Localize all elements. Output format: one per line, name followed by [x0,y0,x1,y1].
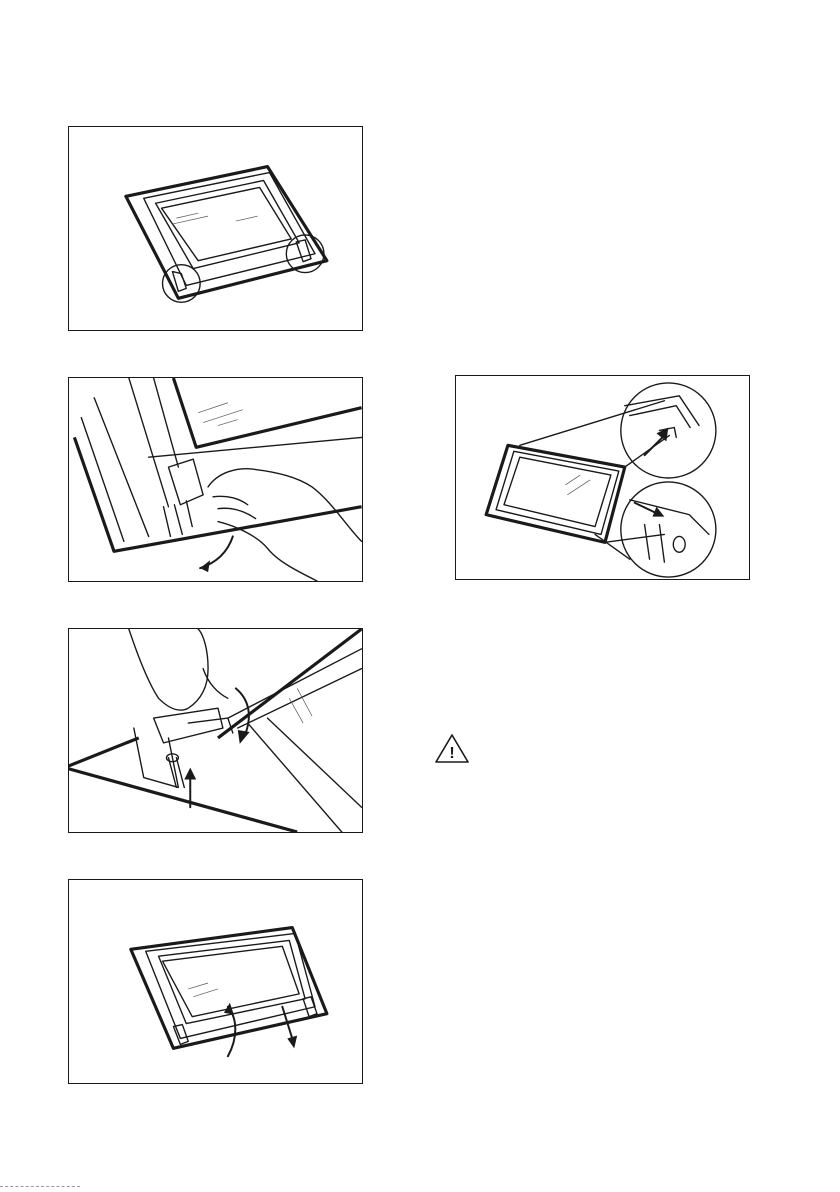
close-hinge-illustration [69,629,362,832]
warning-icon: ! [434,733,470,765]
warning-symbol: ! [449,745,454,762]
remove-glass-illustration [69,880,362,1083]
figure-door-detail-callouts [455,375,750,580]
footer-rule [0,1186,80,1187]
figure-door-hinges [68,126,363,331]
door-hinges-illustration [69,127,362,330]
figure-close-hinge-clip [68,628,363,833]
figure-open-hinge-lever [68,377,363,582]
figure-remove-glass [68,879,363,1084]
open-hinge-illustration [69,378,362,581]
door-callouts-illustration [456,376,749,579]
